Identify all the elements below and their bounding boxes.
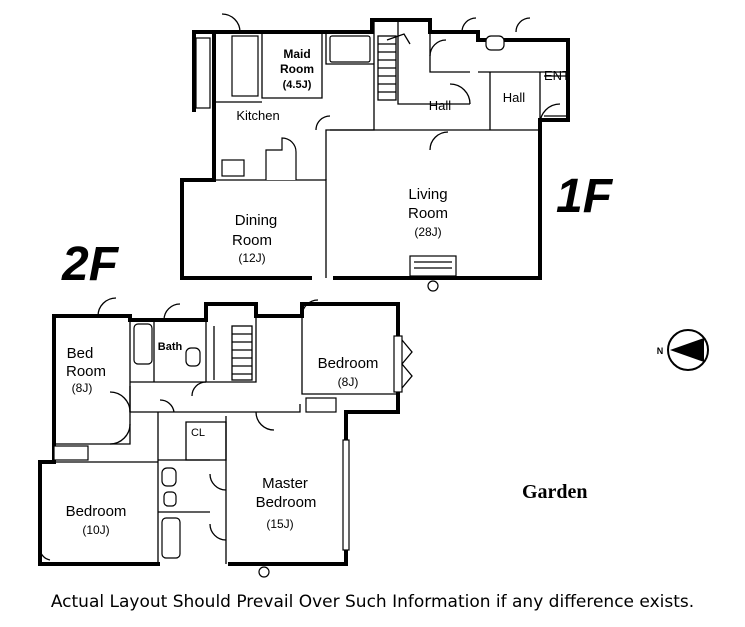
first-floor-plan (180, 13, 570, 292)
door-arc (109, 391, 131, 413)
maid-room-label: Room (280, 62, 314, 76)
door-arc (315, 115, 331, 131)
door-arc (163, 303, 181, 321)
dining-room-label: Room (232, 232, 272, 249)
dining-room-label: Dining (235, 212, 278, 229)
living-room-label: Room (408, 205, 448, 222)
floor-label-1f: 1F (556, 170, 614, 223)
maid-room-size: (4.5J) (283, 79, 312, 91)
door-arc (461, 17, 477, 33)
second-floor-plan (38, 297, 413, 578)
toilet-icon (161, 467, 177, 487)
bedroom-right-label: Bedroom (318, 355, 379, 372)
closet-icon (231, 35, 259, 97)
north-arrow-icon: N (657, 329, 709, 371)
living-room-label: Living (408, 186, 447, 203)
window-icon (342, 439, 350, 551)
stairs-1f (377, 33, 411, 101)
fireplace-icon (409, 255, 457, 277)
counter-icon (265, 137, 297, 180)
hall-label-2: Hall (503, 90, 526, 105)
door-arc (209, 473, 227, 491)
bathtub-icon (161, 517, 181, 559)
toilet-icon (185, 347, 201, 367)
bedroom-lower-size: (10J) (82, 523, 109, 537)
garden-label: Garden (522, 481, 588, 503)
window-icon (393, 335, 403, 393)
bath-label: Bath (158, 341, 183, 353)
door-arc (109, 423, 131, 445)
door-arc (255, 411, 275, 431)
toilet-icon (485, 35, 505, 51)
closet-label: CL (191, 427, 205, 439)
stove-icon (221, 159, 245, 177)
bathtub-icon (329, 35, 371, 63)
bed-room-label: Bed (67, 345, 94, 362)
master-bedroom-size: (15J) (266, 517, 293, 531)
closet-icon (53, 445, 89, 461)
door-arc (515, 17, 531, 33)
door-arc (39, 547, 51, 561)
door-arc (429, 39, 447, 57)
door-arc (209, 523, 227, 541)
entrance-label: ENT (544, 68, 570, 83)
bathtub-icon (133, 323, 153, 365)
door-arc (449, 83, 471, 105)
door-arc (429, 131, 449, 151)
disclaimer-text: Actual Layout Should Prevail Over Such I… (50, 592, 695, 612)
bedroom-right-size: (8J) (338, 375, 359, 389)
living-room-size: (28J) (414, 225, 441, 239)
door-arc (191, 381, 207, 397)
door-arc (539, 103, 561, 125)
floor-label-2f: 2F (61, 238, 120, 291)
kitchen-label: Kitchen (236, 108, 279, 123)
door-arc (97, 297, 117, 317)
hall-label-1: Hall (429, 98, 452, 113)
closet-icon (305, 397, 337, 413)
washbasin-icon (163, 491, 177, 507)
door-arc (221, 13, 241, 33)
master-bedroom-label: Master (262, 475, 308, 492)
north-label: N (657, 346, 664, 356)
dining-room-size: (12J) (238, 251, 265, 265)
master-bedroom-label: Bedroom (256, 494, 317, 511)
bed-room-label: Room (66, 363, 106, 380)
maid-room-label: Maid (283, 47, 310, 61)
outlet-icon (427, 280, 439, 292)
sink-counter-icon (195, 37, 211, 109)
bedroom-lower-label: Bedroom (66, 503, 127, 520)
bed-room-size: (8J) (72, 381, 93, 395)
door-arc (159, 399, 175, 413)
stairs-2f (213, 325, 253, 381)
outlet-icon (258, 566, 270, 578)
door-arc (301, 299, 319, 317)
